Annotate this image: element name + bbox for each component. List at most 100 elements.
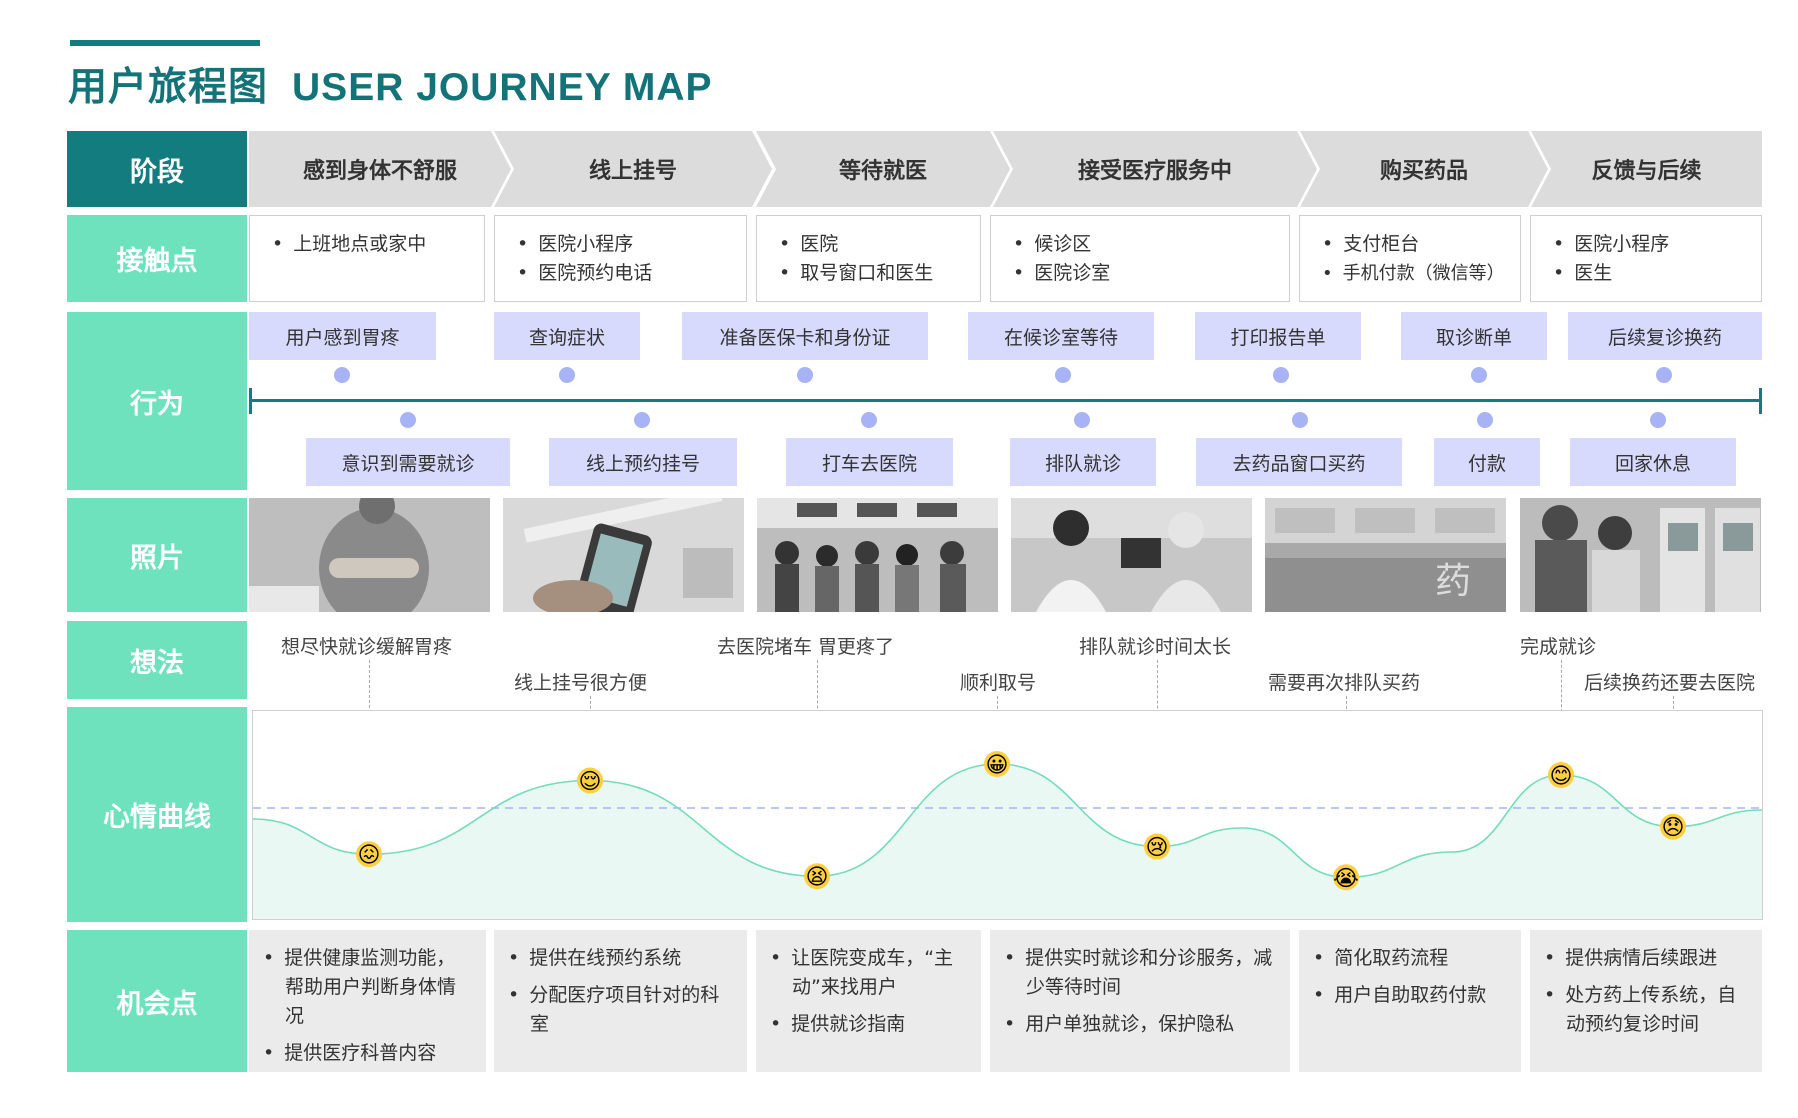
title-en: USER JOURNEY MAP	[292, 66, 713, 109]
thought-label: 需要再次排队买药	[1268, 672, 1421, 694]
title-cn: 用户旅程图	[68, 65, 269, 110]
thought-label: 顺利取号	[960, 672, 1037, 694]
touchpoint-item: 医院诊室	[1013, 259, 1279, 288]
behavior-chip: 意识到需要就诊	[306, 438, 510, 486]
self-service-kiosk-photo	[1520, 498, 1761, 612]
behavior-dot	[334, 367, 350, 383]
behavior-chip: 后续复诊换药	[1568, 312, 1762, 360]
behavior-chip: 打印报告单	[1195, 312, 1361, 360]
thought-label: 线上挂号很方便	[514, 672, 648, 694]
behavior-dot	[797, 367, 813, 383]
opportunity-item: 用户自助取药付款	[1313, 981, 1509, 1010]
opportunity-item: 提供病情后续跟进	[1544, 944, 1750, 973]
opportunity-item: 简化取药流程	[1313, 944, 1509, 973]
row-label-touchpoints: 接触点	[67, 215, 247, 302]
opportunity-item: 提供健康监测功能，帮助用户判断身体情况	[263, 944, 474, 1031]
opportunity-item: 提供就诊指南	[770, 1010, 969, 1039]
stage-5: 购买药品	[1300, 131, 1548, 207]
row-label-stage: 阶段	[67, 131, 247, 207]
thought-label: 排队就诊时间太长	[1079, 636, 1232, 658]
stage-3: 等待就医	[756, 131, 1010, 207]
touchpoint-cell: 医院小程序 医生	[1530, 215, 1762, 302]
behavior-dot	[1292, 412, 1308, 428]
behavior-dot	[1055, 367, 1071, 383]
thought-label: 去医院堵车 胃更疼了	[717, 636, 895, 658]
mood-emoji-bg	[804, 863, 830, 890]
mood-emoji-icon: 😖	[358, 843, 381, 868]
touchpoint-cell: 医院 取号窗口和医生	[756, 215, 981, 302]
touchpoint-item: 取号窗口和医生	[779, 259, 970, 288]
row-label-thoughts: 想法	[67, 621, 247, 699]
title-accent-bar	[70, 40, 260, 46]
behavior-chip: 用户感到胃疼	[249, 312, 436, 360]
opportunity-cell: 让医院变成车，“主动”来找用户 提供就诊指南	[756, 930, 981, 1072]
behavior-chip: 准备医保卡和身份证	[682, 312, 928, 360]
behavior-chip: 取诊断单	[1401, 312, 1547, 360]
mood-emoji-icon: 😞	[1662, 816, 1685, 841]
stage-4: 接受医疗服务中	[993, 131, 1317, 207]
svg-text:药: 药	[1435, 561, 1471, 602]
mood-emoji-bg	[577, 767, 603, 794]
mood-emoji-group: 😖😌😫😀😢😭😊😞	[356, 751, 1686, 891]
timeline-end-cap	[1759, 388, 1762, 414]
mood-emoji-bg	[984, 751, 1010, 777]
stage-2: 线上挂号	[494, 131, 772, 207]
behavior-dot	[861, 412, 877, 428]
behavior-dot	[1656, 367, 1672, 383]
thought-label: 后续换药还要去医院	[1584, 672, 1756, 694]
behavior-dot	[1650, 412, 1666, 428]
behavior-chip: 线上预约挂号	[549, 438, 737, 486]
behavior-chip: 打车去医院	[786, 438, 953, 486]
behavior-chip: 回家休息	[1570, 438, 1736, 486]
opportunity-item: 提供医疗科普内容	[263, 1039, 474, 1068]
behavior-chip: 付款	[1434, 438, 1540, 486]
touchpoint-cell: 医院小程序 医院预约电话	[494, 215, 747, 302]
opportunity-cell: 提供在线预约系统 分配医疗项目针对的科室	[494, 930, 747, 1072]
pharmacy-window-photo: 药	[1265, 498, 1506, 612]
touchpoint-item: 医院预约电话	[517, 259, 736, 288]
touchpoint-item: 医院小程序	[1553, 230, 1751, 259]
stage-6: 反馈与后续	[1531, 131, 1762, 207]
touchpoint-item: 支付柜台	[1322, 230, 1516, 259]
touchpoint-item: 手机付款（微信等）	[1322, 259, 1516, 288]
touchpoint-item: 医院	[779, 230, 970, 259]
row-label-behavior: 行为	[67, 312, 247, 490]
mood-emoji-bg	[1548, 762, 1574, 788]
touchpoint-item: 医生	[1553, 259, 1751, 288]
mood-emoji-icon: 😀	[986, 753, 1009, 778]
touchpoint-item: 上班地点或家中	[272, 230, 474, 259]
mood-emoji-icon: 😭	[1333, 866, 1359, 891]
row-label-mood-curve: 心情曲线	[67, 707, 247, 922]
behavior-chip: 排队就诊	[1010, 438, 1156, 486]
row-label-opportunities: 机会点	[67, 930, 247, 1072]
stage-1: 感到身体不舒服	[249, 131, 511, 207]
mood-emoji-icon: 😫	[806, 865, 829, 890]
row-label-photos: 照片	[67, 498, 247, 612]
opportunity-cell: 提供实时就诊和分诊服务，减少等待时间 用户单独就诊，保护隐私	[990, 930, 1290, 1072]
opportunity-item: 提供在线预约系统	[508, 944, 735, 973]
mood-emoji-bg	[1144, 833, 1170, 860]
mood-emoji-bg	[356, 841, 382, 868]
behavior-dot	[1074, 412, 1090, 428]
timeline-line	[250, 399, 1762, 402]
opportunity-item: 提供实时就诊和分诊服务，减少等待时间	[1004, 944, 1278, 1002]
person-holding-stomach-photo	[249, 498, 490, 612]
opportunity-item: 处方药上传系统，自动预约复诊时间	[1544, 981, 1750, 1039]
behavior-dot	[1471, 367, 1487, 383]
opportunity-cell: 提供健康监测功能，帮助用户判断身体情况 提供医疗科普内容	[249, 930, 486, 1072]
phone-appointment-photo	[503, 498, 744, 612]
behavior-dot	[1273, 367, 1289, 383]
behavior-dot	[400, 412, 416, 428]
touchpoint-item: 医院小程序	[517, 230, 736, 259]
page-title: 用户旅程图 USER JOURNEY MAP	[68, 56, 713, 112]
mood-emoji-bg	[1660, 813, 1686, 840]
opportunity-item: 用户单独就诊，保护隐私	[1004, 1010, 1278, 1039]
mood-emoji-bg	[1333, 864, 1359, 891]
thought-label: 完成就诊	[1520, 636, 1597, 658]
behavior-dot	[634, 412, 650, 428]
behavior-chip: 在候诊室等待	[968, 312, 1154, 360]
hospital-queue-photo	[757, 498, 998, 612]
thought-label: 想尽快就诊缓解胃疼	[281, 636, 453, 658]
mood-curve-chart: 😖😌😫😀😢😭😊😞	[252, 710, 1763, 920]
opportunity-cell: 提供病情后续跟进 处方药上传系统，自动预约复诊时间	[1530, 930, 1762, 1072]
